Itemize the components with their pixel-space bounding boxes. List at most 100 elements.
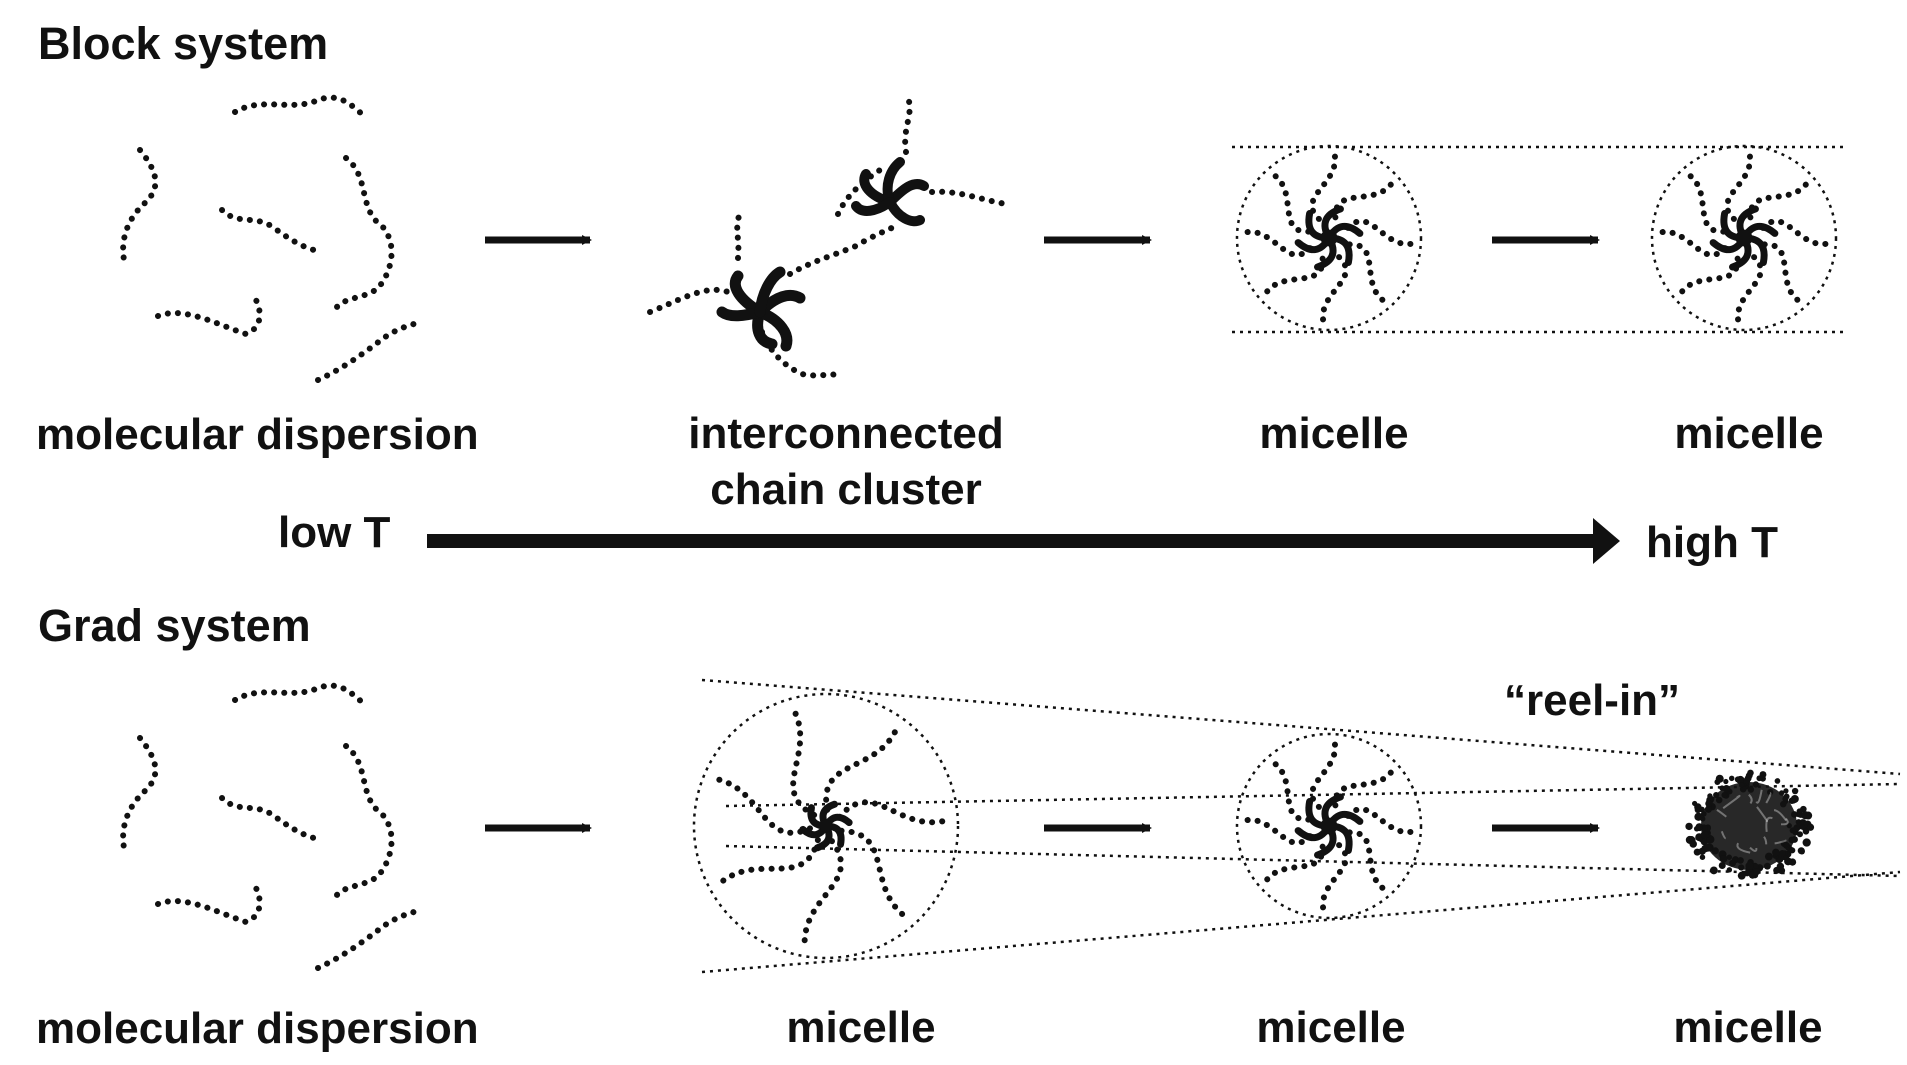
- collapsed-dot: [1774, 778, 1781, 784]
- micelle-outline: [692, 692, 960, 960]
- block-micelles: [1232, 144, 1848, 334]
- collapsed-dot: [1783, 788, 1789, 794]
- corona-chain: [1332, 179, 1396, 221]
- collapsed-dot: [1719, 855, 1728, 863]
- collapsed-dot: [1695, 823, 1703, 831]
- corona-chain: [1724, 150, 1754, 222]
- collapsed-dot: [1718, 861, 1726, 869]
- corona-chain: [1319, 254, 1349, 326]
- micelle-core: [1320, 817, 1338, 835]
- collapsed-dot: [1726, 867, 1733, 873]
- grad-dispersion-chains: [120, 682, 425, 971]
- cluster-core-right: [851, 157, 929, 227]
- collapsed-dot: [1780, 800, 1787, 808]
- collapsed-dot: [1753, 868, 1761, 876]
- corona-chain: [790, 706, 818, 818]
- corona-chain: [1270, 759, 1312, 823]
- block-micelle-label-1: micelle: [1259, 409, 1409, 458]
- collapsed-dot: [1728, 775, 1735, 782]
- dotted-chain: [219, 795, 317, 841]
- collapsed-dot: [1738, 864, 1745, 871]
- collapsed-dot: [1704, 805, 1712, 813]
- collapsed-dot: [1703, 844, 1712, 852]
- corona-chain: [1241, 228, 1313, 258]
- collapsed-dot: [1764, 852, 1773, 861]
- collapsed-dot: [1688, 836, 1695, 842]
- collapsed-dot: [1779, 849, 1786, 857]
- collapsed-dot: [1796, 831, 1804, 838]
- dotted-chain: [759, 329, 843, 379]
- collapsed-dot: [1782, 795, 1789, 802]
- collapsed-dot: [1801, 811, 1810, 820]
- collapsed-dot: [1721, 792, 1728, 798]
- collapsed-dot: [1738, 782, 1745, 788]
- collapsed-dot: [1715, 796, 1723, 804]
- corona-chain: [1734, 254, 1764, 326]
- grad-micelle-medium: [1235, 732, 1423, 920]
- collapsed-dot: [1743, 869, 1751, 877]
- collapsed-dot: [1729, 859, 1737, 867]
- collapsed-dot: [1689, 840, 1697, 848]
- dotted-chain: [219, 207, 317, 253]
- block-system-heading: Block system: [38, 18, 329, 69]
- collapsed-texture: [1748, 793, 1753, 805]
- grad-micelle-collapsed: [1685, 769, 1815, 880]
- corona-chain: [1332, 767, 1396, 809]
- micelle-outline: [1235, 144, 1423, 332]
- grad-system-heading: Grad system: [38, 600, 311, 651]
- corona-chain: [1309, 150, 1339, 222]
- reel-in-funnel-lines: [701, 678, 1901, 974]
- collapsed-dot: [1796, 808, 1803, 815]
- corona-chain: [1747, 179, 1811, 221]
- collapsed-dot: [1700, 830, 1709, 839]
- grad-micelles: [692, 692, 1815, 960]
- dotted-chain: [155, 297, 263, 338]
- micelle-core: [1320, 229, 1338, 247]
- collapsed-dot: [1736, 775, 1745, 785]
- collapsed-dot: [1737, 871, 1746, 880]
- dotted-boundary-line: [701, 678, 1901, 776]
- grad-micelle-label-1: micelle: [786, 1003, 936, 1052]
- collapsed-dot: [1756, 775, 1763, 782]
- collapsed-dot: [1763, 862, 1771, 870]
- corona-chain: [1241, 816, 1313, 846]
- collapsed-dot: [1693, 848, 1701, 856]
- collapsed-texture: [1749, 846, 1758, 853]
- collapsed-dot: [1778, 790, 1785, 796]
- collapsed-dot: [1737, 857, 1744, 864]
- collapsed-dot: [1788, 836, 1796, 844]
- collapsed-dot: [1806, 823, 1815, 831]
- corona-chain: [1656, 228, 1728, 258]
- dotted-chain: [902, 95, 913, 155]
- collapsed-dot: [1699, 854, 1706, 860]
- collapsed-dot: [1791, 787, 1799, 795]
- collapsed-dot: [1802, 838, 1811, 847]
- interconnected-line-2: chain cluster: [710, 464, 982, 514]
- dotted-chain: [232, 94, 365, 117]
- collapsed-dot: [1726, 854, 1733, 860]
- corona-chain: [1677, 255, 1741, 297]
- collapsed-dot: [1743, 777, 1751, 785]
- grad-micelle-label-2: micelle: [1256, 1003, 1406, 1052]
- dotted-boundary-line: [725, 844, 1901, 878]
- collapsed-dot: [1747, 786, 1755, 793]
- block-micelle-label-2: micelle: [1674, 409, 1824, 458]
- dotted-chain: [155, 885, 263, 926]
- block-molecular-dispersion-label: molecular dispersion: [36, 410, 479, 459]
- block-micelle-1: [1235, 144, 1423, 332]
- collapsed-core: [1701, 782, 1797, 870]
- collapsed-texture: [1716, 808, 1727, 818]
- collapsed-dot: [1745, 861, 1754, 870]
- corona-chain: [836, 799, 951, 826]
- high-temperature-label: high T: [1646, 518, 1778, 567]
- collapsed-dot: [1772, 848, 1780, 857]
- collapsed-dot: [1786, 823, 1792, 829]
- collapsed-texture: [1755, 789, 1763, 804]
- collapsed-dot: [1709, 866, 1718, 875]
- collapsed-dot: [1790, 794, 1799, 803]
- grad-molecular-dispersion-label: molecular dispersion: [36, 1004, 479, 1053]
- collapsed-dot: [1700, 838, 1708, 846]
- collapsed-dot: [1790, 811, 1798, 818]
- collapsed-dot: [1713, 791, 1720, 799]
